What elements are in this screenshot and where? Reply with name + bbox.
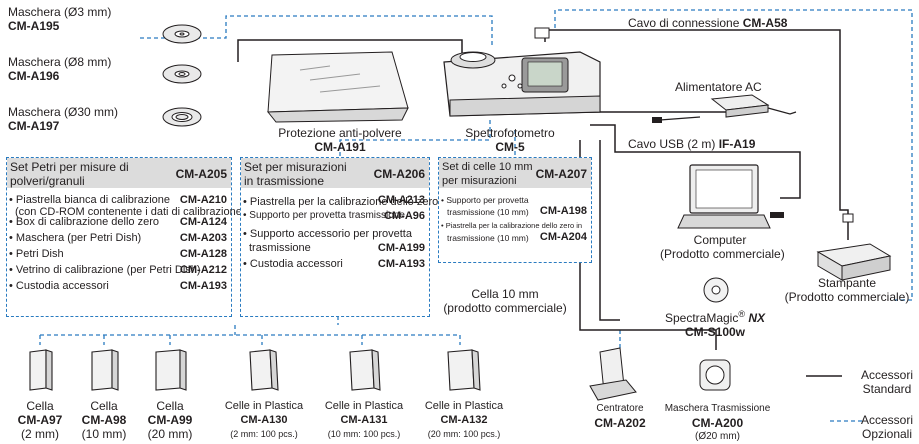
spectrophotometer-illustration: [443, 27, 601, 117]
petri-item-0: • Piastrella bianca di calibrazione: [9, 194, 170, 206]
transmission-item-1: • Supporto per provetta trasmissione: [243, 210, 405, 221]
usb-cable-label: Cavo USB (2 m) IF-A19: [628, 137, 756, 151]
petri-item-3: • Petri Dish: [9, 248, 64, 260]
computer-label: Computer(Prodotto commerciale): [660, 233, 785, 261]
cell-set-item-1: • Piastrella per la calibrazione dello z…: [441, 221, 583, 230]
mask-30mm-label: Maschera (Ø30 mm)CM-A197: [8, 105, 119, 133]
computer-illustration: [677, 164, 784, 229]
software-cd-illustration: [703, 277, 729, 303]
connection-cable-label: Cavo di connessione CM-A58: [628, 16, 788, 30]
centering-jig-illustration: [589, 347, 637, 401]
printer-label: Stampante(Prodotto commerciale): [784, 276, 910, 304]
ac-adapter-illustration: [652, 94, 797, 123]
mask-discs: [162, 24, 202, 127]
cell-10mm-label: Cella 10 mm(prodotto commerciale): [443, 287, 567, 315]
software-label: SpectraMagic® NX CM-S100w: [664, 309, 766, 339]
cell-illustrations: [29, 349, 481, 391]
transmission-item-3: • Custodia accessori: [243, 258, 343, 270]
ac-adapter-label: Alimentatore AC: [675, 80, 762, 94]
petri-item-5: • Custodia accessori: [9, 280, 109, 292]
petri-item-2: • Maschera (per Petri Dish): [9, 232, 142, 244]
cell-set-item-0: • Supporto per provetta: [441, 195, 529, 205]
dust-cover-illustration: [266, 51, 409, 123]
printer-illustration: [816, 213, 892, 281]
petri-item-4: • Vetrino di calibrazione (per Petri Dis…: [9, 264, 201, 276]
mask-3mm-label: Maschera (Ø3 mm)CM-A195: [8, 5, 112, 33]
mask-8mm-label: Maschera (Ø8 mm)CM-A196: [8, 55, 112, 83]
petri-item-1: • Box di calibrazione dello zero: [9, 216, 159, 228]
transmission-mask-illustration: [699, 359, 731, 391]
transmission-item-2: • Supporto accessorio per provetta: [243, 228, 412, 240]
